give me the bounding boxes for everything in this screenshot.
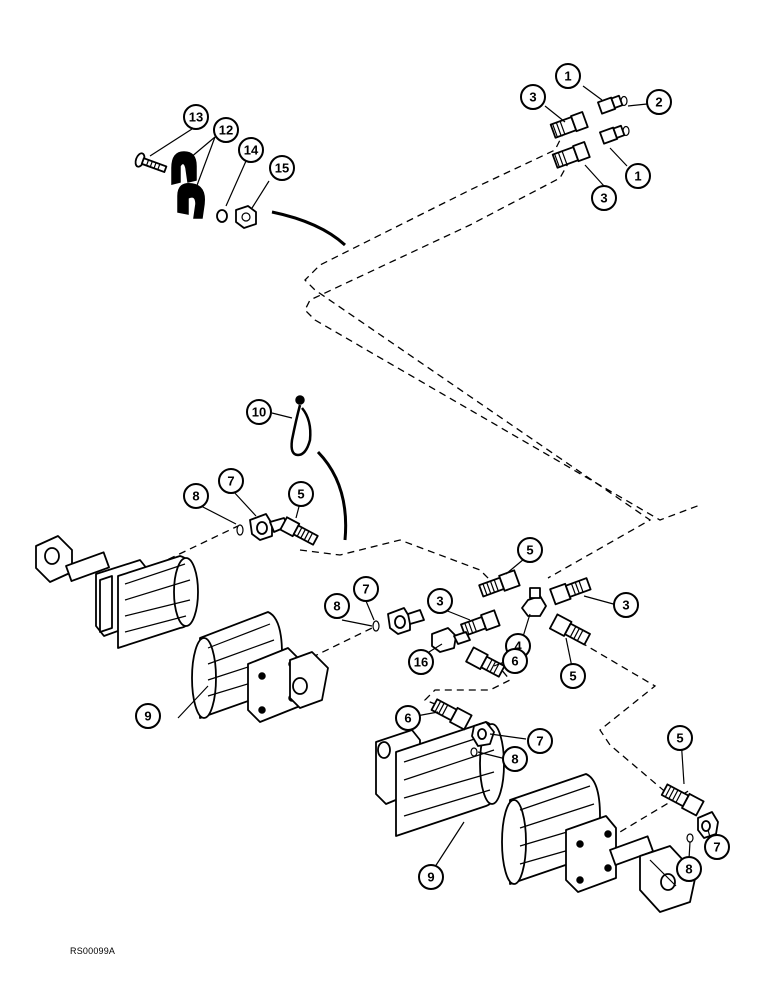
callout-13: 13: [183, 104, 209, 130]
callout-8-lower: 8: [502, 746, 528, 772]
svg-text:5: 5: [676, 731, 683, 746]
hose-left-to-tee: [299, 539, 491, 581]
svg-text:9: 9: [144, 709, 151, 724]
callout-8-left: 8: [183, 483, 209, 509]
svg-text:3: 3: [436, 594, 443, 609]
callout-7-lower: 7: [527, 728, 553, 754]
callout-2: 2: [646, 89, 672, 115]
svg-text:7: 7: [227, 474, 234, 489]
callout-6-center: 6: [502, 648, 528, 674]
callout-15: 15: [269, 155, 295, 181]
svg-text:5: 5: [526, 543, 533, 558]
clamp-assembly: [134, 151, 257, 229]
svg-text:10: 10: [252, 405, 266, 420]
callout-8-right: 8: [676, 856, 702, 882]
hose-left-cylinder-a: [124, 525, 239, 581]
hose-loop-6: [423, 661, 512, 713]
callout-8-center: 8: [324, 593, 350, 619]
center-fittings: [372, 569, 592, 678]
pointer-arc-top: [271, 210, 347, 247]
svg-text:6: 6: [404, 711, 411, 726]
callout-5-right-center: 5: [560, 663, 586, 689]
callout-1-top: 1: [555, 63, 581, 89]
strap-10: [290, 395, 312, 457]
callout-3-right: 3: [613, 592, 639, 618]
lower-fittings: [430, 698, 719, 843]
pointer-arc-mid: [316, 450, 348, 541]
svg-text:2: 2: [655, 95, 662, 110]
svg-text:16: 16: [414, 655, 428, 670]
callout-7-right: 7: [704, 834, 730, 860]
callout-3-center: 3: [427, 588, 453, 614]
svg-text:12: 12: [219, 123, 233, 138]
svg-text:3: 3: [600, 191, 607, 206]
callout-7-center: 7: [353, 576, 379, 602]
figure-code: RS00099A: [70, 946, 116, 956]
fittings-top-right: [549, 94, 630, 169]
callout-6-lower: 6: [395, 705, 421, 731]
callout-5-center: 5: [517, 537, 543, 563]
svg-text:7: 7: [713, 840, 720, 855]
callout-3-top: 3: [520, 84, 546, 110]
right-cylinder: [375, 721, 697, 913]
callout-10: 10: [246, 399, 272, 425]
hose-upper-a: [304, 129, 652, 579]
svg-text:14: 14: [244, 143, 259, 158]
svg-text:1: 1: [564, 69, 571, 84]
svg-text:7: 7: [536, 734, 543, 749]
hose-upper-b: [304, 159, 701, 521]
svg-text:1: 1: [634, 169, 641, 184]
callout-9-right: 9: [418, 864, 444, 890]
svg-text:8: 8: [511, 752, 518, 767]
svg-text:7: 7: [362, 582, 369, 597]
svg-text:3: 3: [529, 90, 536, 105]
svg-text:8: 8: [333, 599, 340, 614]
callout-bubbles: 1 2 3 3 1 13 12 14 15 10 8 7 5 5 7 8 3 3…: [135, 63, 730, 890]
svg-text:9: 9: [427, 870, 434, 885]
svg-text:5: 5: [569, 669, 576, 684]
svg-text:6: 6: [511, 654, 518, 669]
callout-14: 14: [238, 137, 264, 163]
svg-text:8: 8: [192, 489, 199, 504]
svg-text:15: 15: [275, 161, 289, 176]
callout-5-left: 5: [288, 481, 314, 507]
svg-text:13: 13: [189, 110, 203, 125]
svg-text:4: 4: [514, 639, 522, 654]
callout-16: 16: [408, 649, 434, 675]
callout-9-left: 9: [135, 703, 161, 729]
callout-1-lower: 1: [625, 163, 651, 189]
callout-3-lower: 3: [591, 185, 617, 211]
callout-5-right: 5: [667, 725, 693, 751]
left-cylinder: [35, 535, 329, 723]
left-cylinder-fittings: [236, 513, 319, 546]
svg-text:5: 5: [297, 487, 304, 502]
callout-12: 12: [213, 117, 239, 143]
svg-text:3: 3: [622, 598, 629, 613]
callout-7-left: 7: [218, 468, 244, 494]
svg-text:8: 8: [685, 862, 692, 877]
hose-right-5: [569, 635, 676, 801]
